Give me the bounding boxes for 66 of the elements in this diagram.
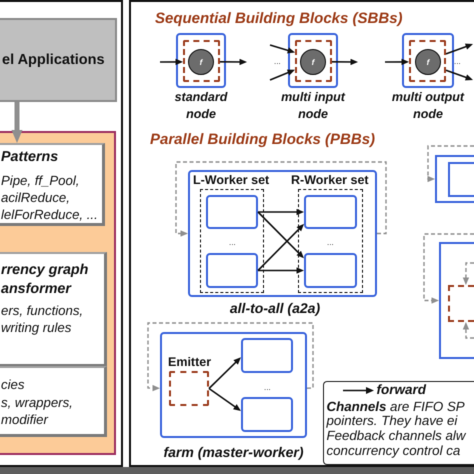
dashed-frame [409, 40, 446, 82]
dashed-frame [183, 40, 220, 82]
arrow [257, 224, 304, 272]
dashed-arrow [423, 233, 474, 304]
box-text: Pipe, ff_Pool, acilReduce, lelForReduce, ... [1, 172, 99, 222]
set-heading: Emitter [168, 354, 212, 370]
pattern-caption: all-to-all (a2a) [228, 299, 322, 318]
arrow [160, 58, 183, 66]
box-text: ers, functions, writing rules [1, 302, 84, 336]
pattern-frame [439, 242, 474, 359]
worker-box [206, 195, 258, 229]
function-label: f [312, 58, 314, 66]
pattern-caption: farm (master-worker) [162, 443, 305, 462]
box-heading: Patterns [1, 148, 58, 166]
worker-box [241, 338, 293, 373]
ellipsis: ... [264, 384, 271, 392]
worker-box [241, 397, 293, 432]
arrow [220, 58, 247, 66]
set-heading: R-Worker set [291, 172, 369, 188]
module-box [0, 143, 105, 226]
ellipsis: ... [454, 58, 461, 66]
ellipsis: ... [274, 58, 281, 66]
module-box [0, 366, 107, 437]
worker-box [304, 253, 357, 288]
function-label: f [200, 58, 202, 66]
arrow [208, 388, 241, 411]
thick-arrow [11, 102, 23, 142]
layer-panel [0, 131, 116, 455]
worker-box [448, 162, 474, 196]
arrow [208, 357, 241, 390]
module-box [0, 252, 107, 367]
section-heading: Sequential Building Blocks (SBBs) [155, 10, 403, 28]
worker-box [304, 195, 357, 229]
arrow [446, 69, 473, 81]
arrow [270, 44, 295, 54]
arrow [270, 69, 295, 81]
legend-text: forward [376, 382, 426, 398]
arrow [332, 58, 358, 66]
section-heading: Parallel Building Blocks (PBBs) [150, 131, 376, 149]
arrow [258, 267, 304, 274]
node-caption: multi input node [280, 89, 346, 123]
dashed-frame [295, 40, 332, 82]
dashed-arrow [462, 322, 474, 339]
node-caption: multi output node [390, 89, 466, 123]
arrow [385, 58, 409, 66]
dashed-arrow [175, 161, 387, 237]
dashed-arrow [147, 322, 314, 392]
worker-box [206, 253, 258, 288]
note-text: Channels are FIFO SP pointers. They have ei Feedback channels alw concurrency control ca [326, 400, 467, 459]
dashed-arrow [427, 145, 474, 182]
box-text: cies [1, 376, 24, 393]
arrow [258, 208, 304, 216]
ellipsis: ... [229, 239, 236, 247]
arrow [446, 43, 473, 55]
dashed-frame [448, 284, 474, 322]
box-heading: rrency graph ansformer [1, 261, 90, 298]
ellipsis: ... [327, 239, 334, 247]
arrow [257, 211, 304, 258]
node-caption: standard node [174, 89, 228, 123]
dashed-arrow [462, 262, 474, 285]
pattern-frame [435, 155, 474, 203]
function-label: f [426, 58, 430, 66]
box-text: s, wrappers, modifier [1, 394, 74, 428]
box-label: el Applications [2, 51, 105, 69]
set-heading: L-Worker set [193, 172, 270, 188]
layer-box [0, 18, 117, 102]
